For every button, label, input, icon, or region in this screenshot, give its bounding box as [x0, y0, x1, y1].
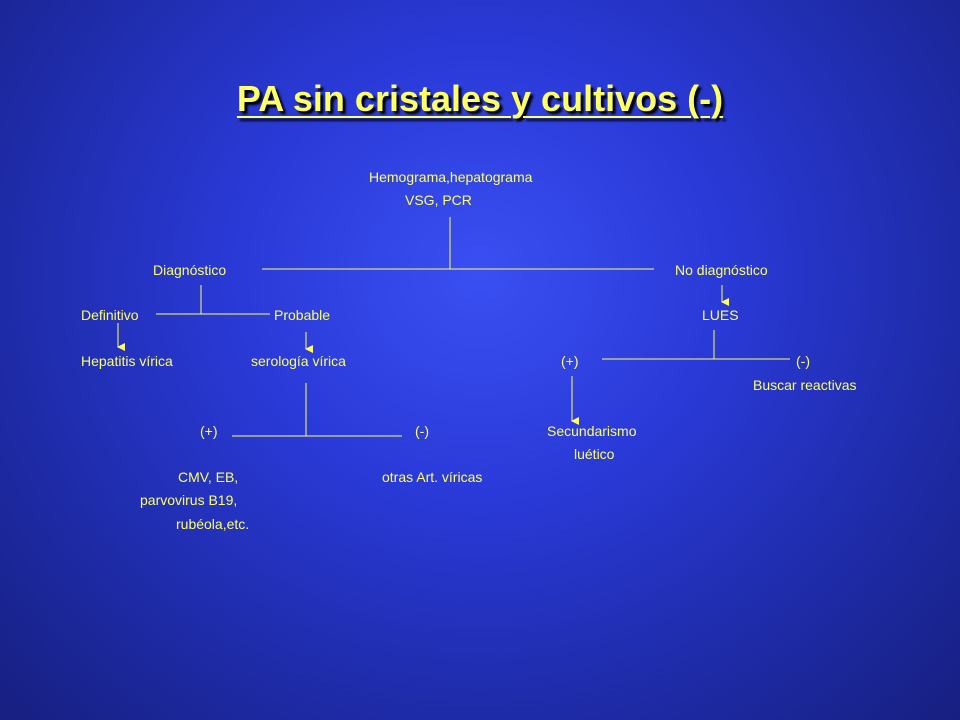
secundarismo-label-line2: luético [574, 446, 615, 462]
hepatitis-label: Hepatitis vírica [81, 353, 173, 369]
buscar-reactivas-label: Buscar reactivas [753, 377, 857, 393]
no-diagnostico-label: No diagnóstico [675, 262, 768, 278]
root-label-line1: Hemograma,hepatograma [369, 169, 533, 185]
probable-label: Probable [274, 307, 331, 323]
definitivo-label: Definitivo [81, 307, 139, 323]
serologia-label: serología vírica [251, 353, 346, 369]
lues-label: LUES [702, 307, 739, 323]
lues-negative-label: (-) [796, 353, 810, 369]
serologia-negative-label: (-) [415, 423, 429, 439]
root-label-line2: VSG, PCR [405, 192, 472, 208]
serologia-positive-label: (+) [200, 423, 218, 439]
cmv-label-line1: CMV, EB, [178, 469, 239, 485]
secundarismo-label-line1: Secundarismo [547, 423, 637, 439]
slide-title: PA sin cristales y cultivos (-) [236, 78, 724, 119]
cmv-label-line3: rubéola,etc. [176, 516, 250, 532]
cmv-label-line2: parvovirus B19, [140, 492, 238, 508]
otras-label: otras Art. víricas [382, 469, 483, 485]
lues-positive-label: (+) [561, 353, 579, 369]
diagnostico-label: Diagnóstico [153, 262, 227, 278]
